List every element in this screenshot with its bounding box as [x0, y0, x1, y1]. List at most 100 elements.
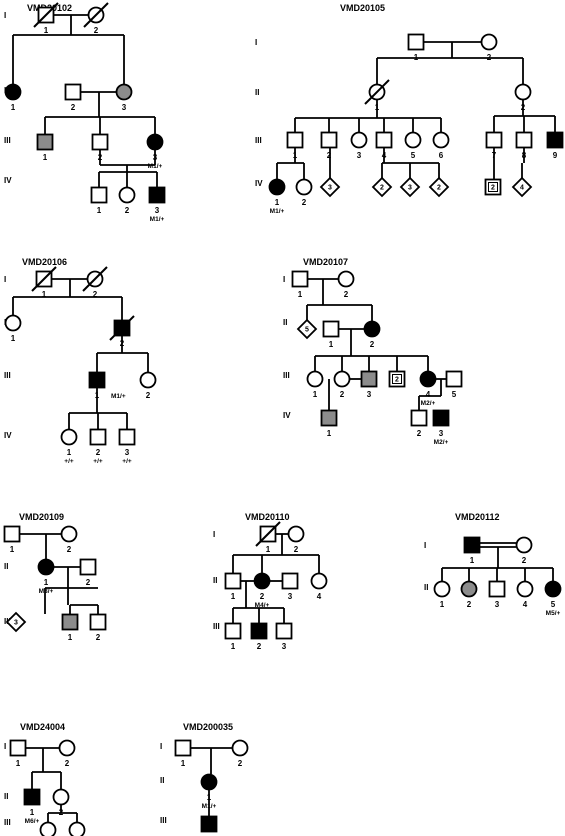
female-individual — [404, 131, 422, 149]
individual-number: 1 — [231, 642, 236, 651]
individual-number: 1 — [293, 151, 298, 160]
female-individual — [4, 83, 22, 101]
genotype-label: M6/+ — [25, 818, 40, 825]
individual-number: 2 — [260, 592, 265, 601]
genotype-label: M4/+ — [255, 602, 270, 609]
male-individual — [200, 815, 218, 833]
individual-number: 2 — [94, 26, 99, 35]
female-individual — [52, 788, 70, 806]
female-individual — [231, 739, 249, 757]
individual-number: 2 — [467, 600, 472, 609]
individual-number: 8 — [522, 151, 527, 160]
female-individual — [115, 83, 133, 101]
female-individual — [295, 178, 313, 196]
female-individual — [363, 320, 381, 338]
female-individual — [514, 83, 532, 101]
male-individual — [407, 33, 425, 51]
male-individual — [488, 580, 506, 598]
deceased-slash — [109, 315, 135, 341]
individual-number: 5 — [551, 600, 556, 609]
individual-number: 2 — [522, 556, 527, 565]
female-individual — [337, 270, 355, 288]
individual-number: 2 — [96, 633, 101, 642]
individual-number: 1 — [95, 391, 100, 400]
individual-number: 2 — [344, 290, 349, 299]
male-individual — [224, 572, 242, 590]
male-individual — [64, 83, 82, 101]
individual-number: 1 — [231, 592, 236, 601]
generation-label: II — [160, 776, 164, 785]
individual-number: 1 — [44, 578, 49, 587]
pedigree-vmd20106: VMD20106IIIIIIIV12121M1/+21+/+2+/+3+/+ — [4, 257, 157, 465]
individual-number: 1 — [266, 545, 271, 554]
individual-number: 2 — [257, 642, 262, 651]
female-individual — [419, 370, 437, 388]
male-individual — [275, 622, 293, 640]
individual-number: 1 — [97, 206, 102, 215]
sibling-count: 2 — [380, 185, 384, 192]
individual-number: 4 — [382, 151, 387, 160]
generation-label: IV — [255, 179, 263, 188]
male-individual — [224, 622, 242, 640]
generation-label: II — [255, 88, 259, 97]
individual-number: 2 — [327, 151, 332, 160]
unknown-sex-individuals — [319, 176, 341, 198]
individual-number: 1 — [298, 290, 303, 299]
generation-label: IV — [4, 176, 12, 185]
male-individual — [281, 572, 299, 590]
male-individual — [88, 371, 106, 389]
unknown-sex-individuals — [5, 611, 27, 633]
generation-label: II — [4, 792, 8, 801]
individual-number: 1 — [440, 600, 445, 609]
generation-label: I — [424, 541, 426, 550]
deceased-slash — [82, 266, 108, 292]
female-individual — [515, 536, 533, 554]
unknown-sex-individuals — [399, 176, 421, 198]
female-individual — [200, 773, 218, 791]
individual-number: 3 — [288, 592, 293, 601]
male-individual — [89, 428, 107, 446]
individual-number: 2 — [86, 578, 91, 587]
individual-number: 2 — [340, 390, 345, 399]
individual-number: 1 — [30, 808, 35, 817]
generation-label: IV — [4, 431, 12, 440]
individual-number: 9 — [553, 151, 558, 160]
individual-number: 4 — [317, 592, 322, 601]
generation-label: I — [4, 742, 6, 751]
individual-number: 3 — [439, 429, 444, 438]
individual-number: 1 — [181, 759, 186, 768]
male-individual — [286, 131, 304, 149]
sibling-count: 3 — [408, 185, 412, 192]
genotype-label: M5/+ — [546, 610, 561, 617]
individual-number: 1 — [414, 53, 419, 62]
male-individual — [484, 178, 502, 196]
male-individual — [445, 370, 463, 388]
individual-number: 1 — [43, 153, 48, 162]
generation-label: II — [283, 318, 287, 327]
pedigree-title: VMD20105 — [340, 3, 385, 13]
individual-number: 2 — [302, 198, 307, 207]
individual-number: 3 — [357, 151, 362, 160]
male-individual — [463, 536, 481, 554]
female-individual — [306, 370, 324, 388]
male-individual — [432, 409, 450, 427]
male-individual — [3, 525, 21, 543]
individual-number: 1 — [68, 633, 73, 642]
individual-number: 3 — [155, 206, 160, 215]
female-individual — [460, 580, 478, 598]
generation-label: I — [283, 275, 285, 284]
individual-number: 1 — [470, 556, 475, 565]
female-individual — [310, 572, 328, 590]
individual-number: 1 — [275, 198, 280, 207]
count-inner-box — [392, 374, 402, 384]
sibling-count: 2 — [491, 185, 495, 192]
unknown-sex-individuals — [371, 176, 393, 198]
genotype-label: M1/+ — [202, 803, 217, 810]
individual-number: 2 — [487, 53, 492, 62]
individual-number: 2 — [67, 545, 72, 554]
